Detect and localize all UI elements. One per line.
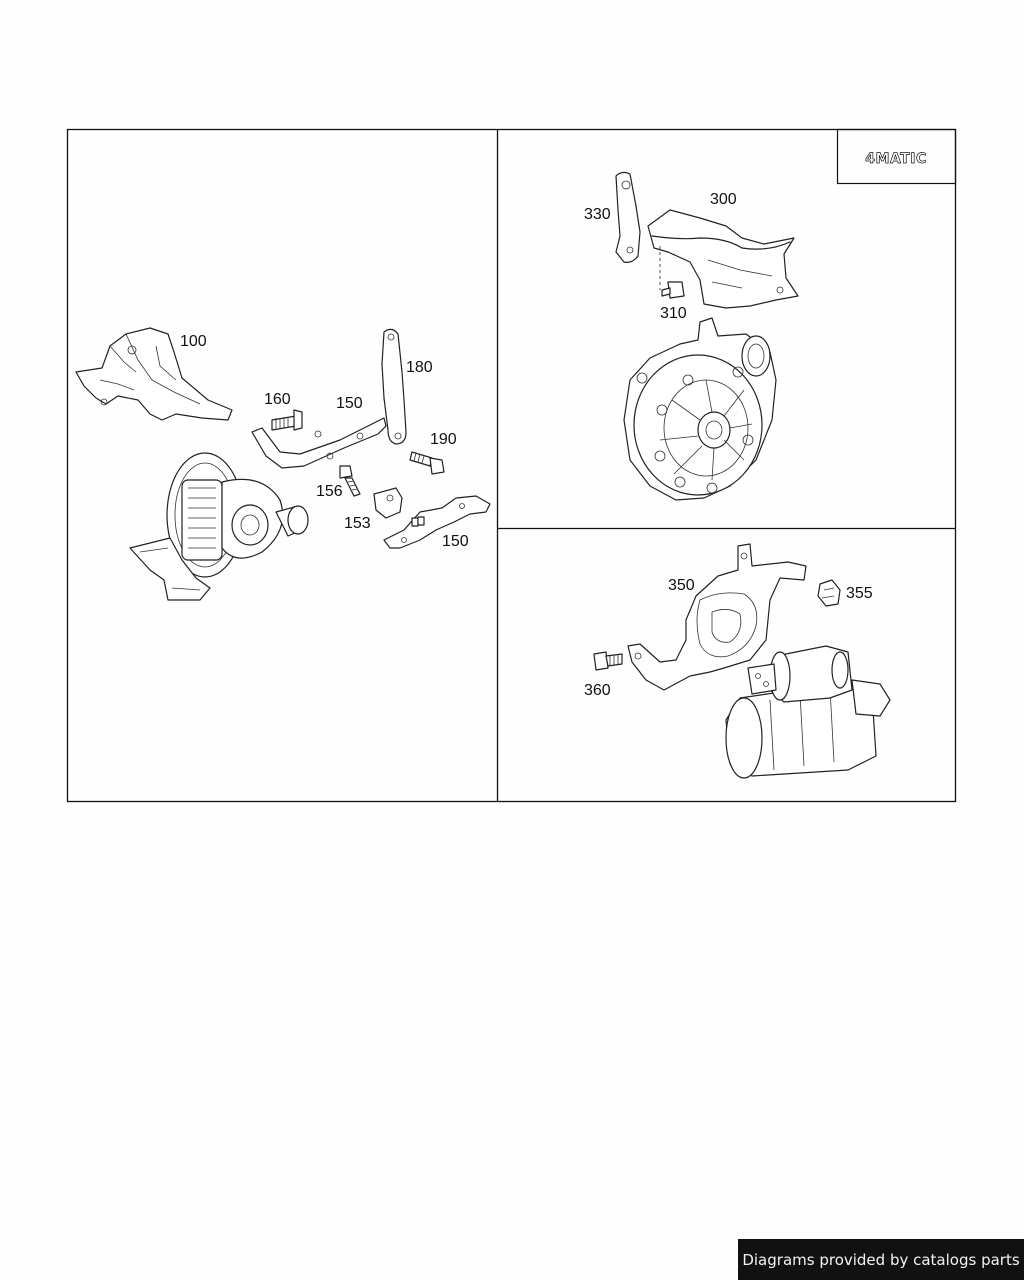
part-156-bolt [339,465,361,497]
footer-credit-text: Diagrams provided by catalogs parts [742,1250,1020,1269]
callout-150-lower: 150 [442,533,469,550]
callout-300: 300 [710,191,737,208]
part-310-bolt [659,246,685,299]
callout-190: 190 [430,431,457,448]
footer-credit-banner: Diagrams provided by catalogs parts [738,1239,1024,1280]
transfer-case-assembly [623,317,777,501]
part-355-clip [817,579,841,607]
callout-360: 360 [584,682,611,699]
diagram-frame [66,128,957,803]
4matic-badge: 4MATIC [865,151,926,167]
turbocharger-assembly [129,452,309,601]
starter-motor-assembly [725,645,891,779]
part-153-plate [373,487,403,519]
callout-350: 350 [668,577,695,594]
4matic-badge-box [836,128,957,185]
callout-330: 330 [584,206,611,223]
left-panel: 100 160 150 180 190 156 153 150 [75,327,491,601]
top-right-panel: 4MATIC [584,128,957,501]
callout-180: 180 [406,359,433,376]
part-330-bracket [615,171,641,263]
part-350-bracket [627,543,807,691]
callout-100: 100 [180,333,207,350]
callout-150-upper: 150 [336,395,363,412]
callout-310: 310 [660,305,687,322]
part-160-bolt [271,409,303,431]
part-100-heat-shield [75,327,233,421]
callout-156: 156 [316,483,343,500]
callout-153: 153 [344,515,371,532]
callout-160: 160 [264,391,291,408]
part-180-strap [381,328,407,445]
part-150-lower-bracket [383,495,491,549]
part-150-upper-bracket [251,417,387,469]
part-360-bolt [593,651,623,671]
callout-355: 355 [846,585,873,602]
bottom-right-panel: 350 355 360 [584,543,891,779]
part-190-bolt [409,451,445,475]
part-300-heat-shield [647,209,799,309]
